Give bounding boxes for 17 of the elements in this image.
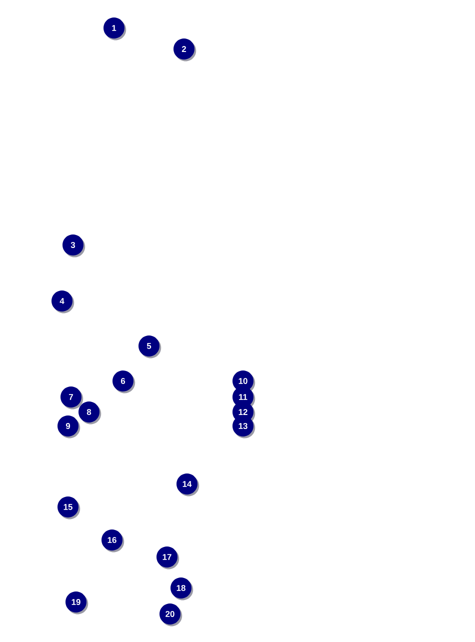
callout-number: 18 [170, 578, 194, 600]
callout-number: 14 [176, 474, 200, 496]
callout-number: 5 [138, 336, 162, 358]
callout-number: 20 [160, 604, 182, 626]
callout-number: 15 [58, 496, 80, 520]
callout-number: 16 [102, 530, 124, 552]
callout-number: 9 [58, 416, 80, 438]
callout-number: 17 [156, 546, 180, 570]
callout-number: 13 [232, 416, 256, 438]
callout-number: 6 [112, 370, 136, 394]
callout-number: 19 [66, 592, 88, 614]
callout-number: 7 [60, 386, 84, 410]
callout-number: 2 [174, 38, 196, 62]
callout-number: 1 [104, 18, 126, 40]
callout-number: 3 [62, 234, 86, 258]
callout-number: 8 [78, 402, 102, 424]
callout-number: 4 [52, 290, 74, 314]
